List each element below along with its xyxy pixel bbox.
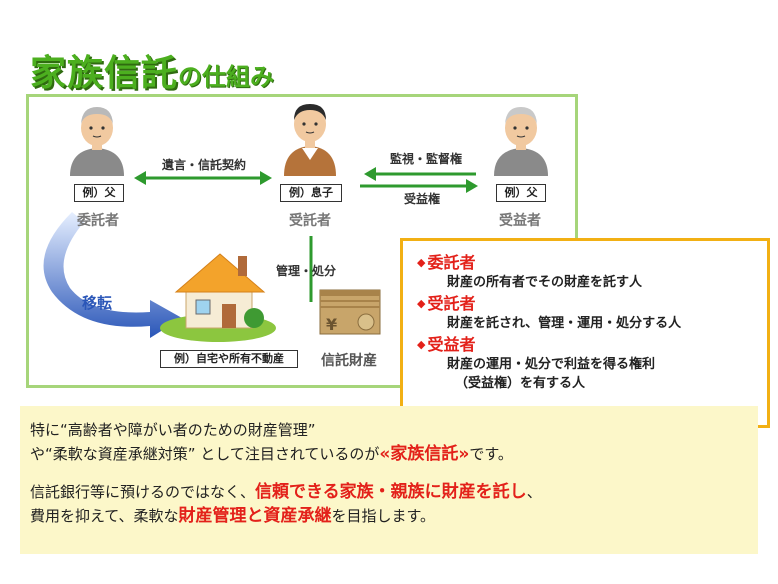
beneficiary-desc-line1: 財産の運用・処分で利益を得る権利: [447, 357, 656, 372]
note-line-2-a: や“柔軟な資産承継対策” として注目されているのが: [30, 445, 380, 463]
beneficiary-person-icon: [494, 107, 548, 176]
note-highlight-family-trust: «家族信託»: [379, 444, 470, 464]
yen-symbol: ¥: [326, 315, 337, 334]
beneficiary-heading-text: 受益者: [427, 335, 476, 354]
entrustor-example-label: 例）父: [74, 184, 124, 202]
diamond-bullet-icon: ◆: [417, 256, 426, 269]
monitor-label: 監視・監督権: [390, 152, 463, 166]
transfer-label: 移転: [82, 294, 113, 312]
note-line-4-a: 費用を抑えて、柔軟な: [30, 507, 179, 525]
beneficiary-role: 受益者: [499, 213, 541, 229]
trustee-desc: 財産を託され、管理・運用・処分する人: [447, 316, 682, 331]
note-highlight-asset-management: 財産管理と資産承継: [178, 506, 332, 526]
note-line-1: 特に“高齢者や障がい者のための財産管理”: [30, 421, 316, 439]
beneficiary-heading: ◆受益者: [417, 335, 753, 355]
diamond-bullet-icon: ◆: [417, 297, 426, 310]
title-main: 家族信託: [30, 53, 179, 94]
house-icon: [160, 253, 276, 342]
diamond-bullet-icon: ◆: [417, 338, 426, 351]
title-sub: の仕組み: [178, 63, 275, 91]
benefit-label: 受益権: [404, 192, 441, 206]
trustee-heading: ◆受託者: [417, 294, 753, 314]
house-label: 例）自宅や所有不動産: [160, 350, 298, 368]
note-line-2-c: です。: [469, 445, 513, 463]
manage-label: 管理・処分: [276, 264, 337, 278]
entrustor-desc: 財産の所有者でその財産を託す人: [447, 275, 643, 290]
note-highlight-trust-family: 信頼できる家族・親族に財産を託し: [255, 482, 527, 502]
beneficiary-example-label: 例）父: [496, 184, 546, 202]
note-line-3-c: 、: [526, 483, 542, 501]
roles-panel: ◆委託者 財産の所有者でその財産を託す人 ◆受託者 財産を託され、管理・運用・処…: [400, 238, 770, 428]
note-line-4: 費用を抑えて、柔軟な財産管理と資産承継を目指します。: [30, 504, 750, 528]
note-line-4-c: を目指します。: [331, 507, 436, 525]
trust-property-label: 信託財産: [321, 353, 377, 369]
transfer-arrow: [43, 212, 182, 338]
trustee-person-icon: [284, 104, 336, 176]
monitor-arrow: [364, 167, 476, 181]
money-stack-icon: ¥: [319, 289, 381, 335]
beneficiary-desc-line2: （受益権）を有する人: [455, 376, 586, 391]
trustee-example-label: 例）息子: [280, 184, 342, 202]
note-line-3-a: 信託銀行等に預けるのではなく、: [30, 483, 256, 501]
trustee-role: 受託者: [289, 213, 331, 229]
will-contract-arrow: [134, 171, 272, 185]
will-contract-label: 遺言・信託契約: [162, 158, 247, 172]
note-line-2: や“柔軟な資産承継対策” として注目されているのが«家族信託»です。: [30, 442, 750, 466]
entrustor-heading-text: 委託者: [427, 253, 476, 272]
benefit-arrow: [360, 179, 478, 193]
explanation-note: 特に“高齢者や障がい者のための財産管理” や“柔軟な資産承継対策” として注目さ…: [20, 406, 758, 554]
entrustor-heading: ◆委託者: [417, 253, 753, 273]
page-title: 家族信託の仕組み: [30, 44, 274, 96]
entrustor-person-icon: [70, 107, 124, 176]
trustee-heading-text: 受託者: [427, 294, 476, 313]
entrustor-role: 委託者: [77, 213, 119, 229]
note-line-3: 信託銀行等に預けるのではなく、信頼できる家族・親族に財産を託し、: [30, 480, 750, 504]
